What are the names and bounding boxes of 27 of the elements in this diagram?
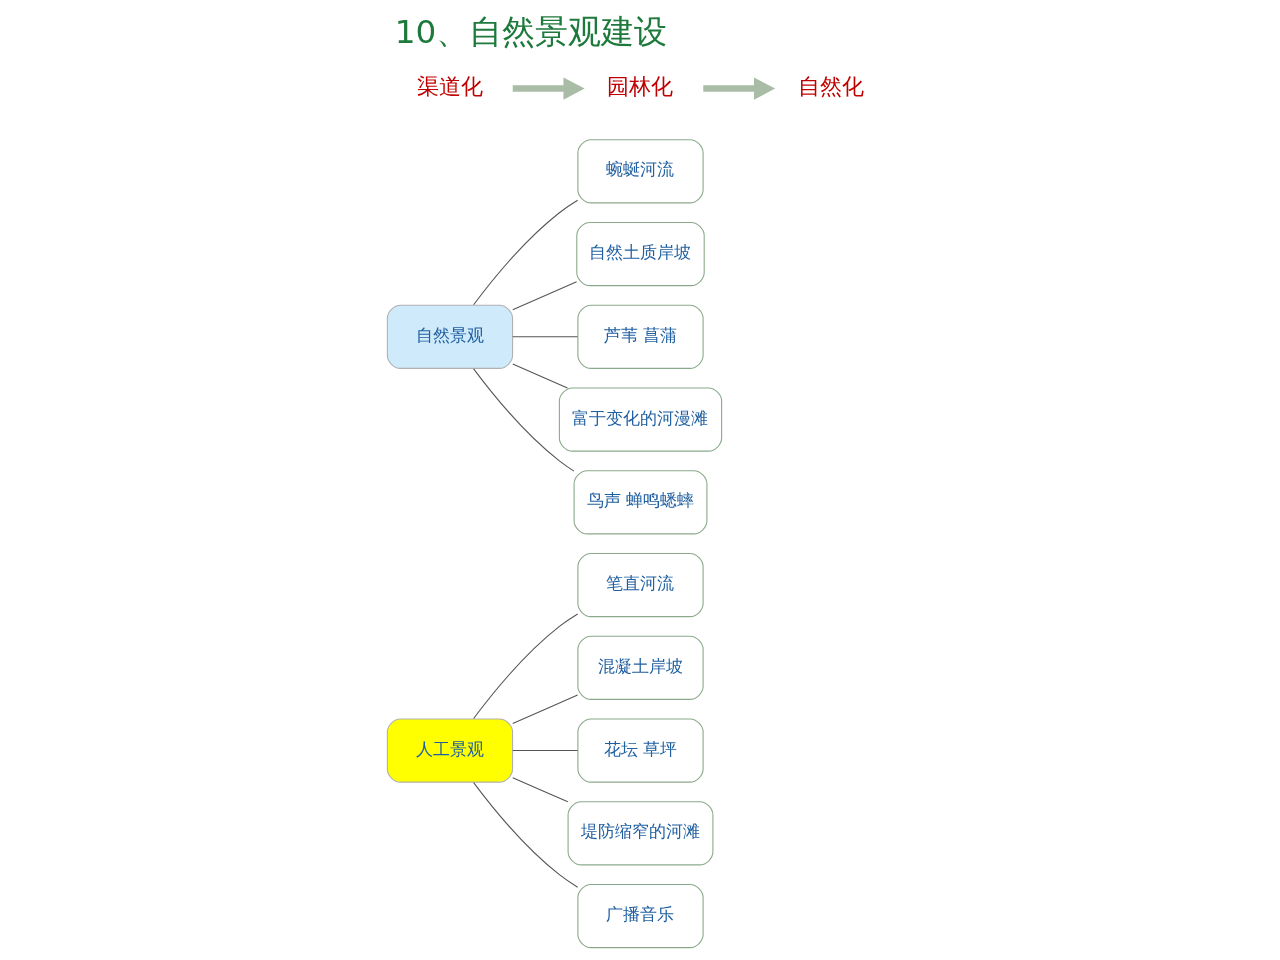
node-box: 富于变化的河漫滩 bbox=[558, 387, 722, 452]
connector bbox=[472, 782, 578, 888]
node-text: 园林化 bbox=[607, 74, 673, 100]
connector bbox=[511, 750, 578, 752]
node-box: 堤防缩窄的河滩 bbox=[567, 801, 713, 866]
connector bbox=[511, 336, 578, 338]
connector bbox=[472, 613, 578, 720]
diagram-title: 10、自然景观建设 bbox=[394, 12, 667, 51]
node-box: 花坛 草坪 bbox=[576, 718, 704, 783]
connector bbox=[511, 694, 578, 724]
node-box: 蜿蜒河流 bbox=[576, 139, 704, 204]
connector bbox=[472, 368, 574, 472]
connector bbox=[511, 363, 568, 389]
node-box: 广播音乐 bbox=[576, 883, 704, 949]
node-box: 自然景观 bbox=[386, 304, 513, 369]
node-box: 鸟声 蝉鸣蟋蟀 bbox=[573, 470, 707, 535]
connector bbox=[511, 281, 577, 311]
node-box: 自然土质岸坡 bbox=[575, 221, 705, 287]
node-text: 自然化 bbox=[797, 74, 864, 100]
node-text: 渠道化 bbox=[416, 74, 483, 100]
arrow bbox=[702, 77, 775, 100]
node-box: 笔直河流 bbox=[576, 552, 704, 618]
node-box: 人工景观 bbox=[386, 718, 513, 783]
connector bbox=[472, 199, 578, 306]
node-box: 混凝土岸坡 bbox=[576, 635, 704, 700]
node-box: 芦苇 菖蒲 bbox=[576, 304, 704, 369]
connector bbox=[511, 777, 568, 803]
